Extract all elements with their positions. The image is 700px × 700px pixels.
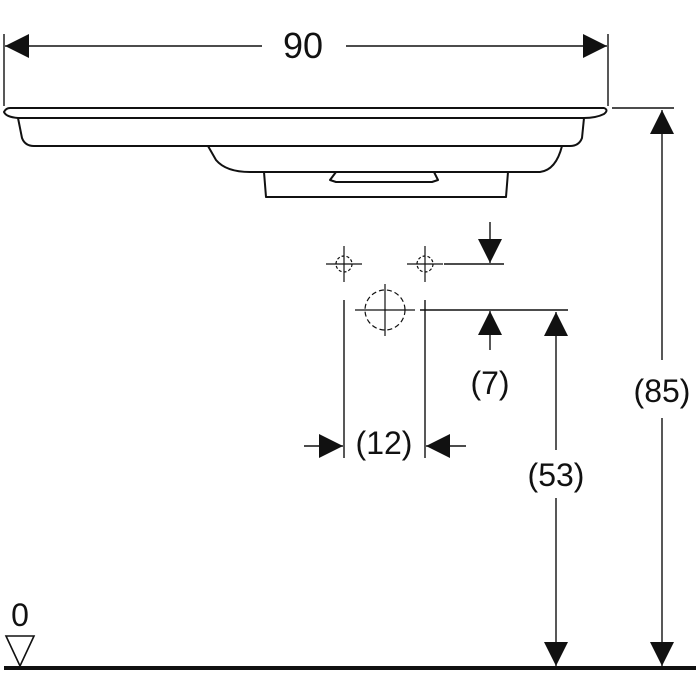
basin-overflow-slot (329, 171, 439, 183)
offset-label: (7) (470, 365, 509, 401)
basin-base (263, 171, 509, 198)
width-dimension (3, 34, 609, 106)
basin-bowl (207, 145, 563, 173)
height-dimension (612, 107, 674, 666)
triangle-down-icon (4, 635, 36, 668)
spacing-dimension (304, 300, 466, 458)
washbasin-profile (3, 107, 608, 198)
spacing-label: (12) (356, 425, 413, 461)
offset-dimension (444, 222, 504, 350)
basin-lip (17, 117, 585, 147)
width-label: 90 (283, 25, 323, 66)
waste-height-label: (53) (528, 457, 585, 493)
basin-top-rim (3, 107, 608, 119)
dashed-circle-icon (355, 284, 415, 336)
crosshair-icon (326, 246, 362, 282)
crosshair-icon (407, 246, 443, 282)
waste-height-dimension (420, 309, 568, 666)
height-label: (85) (634, 373, 691, 409)
floor-level-label: 0 (11, 597, 29, 633)
